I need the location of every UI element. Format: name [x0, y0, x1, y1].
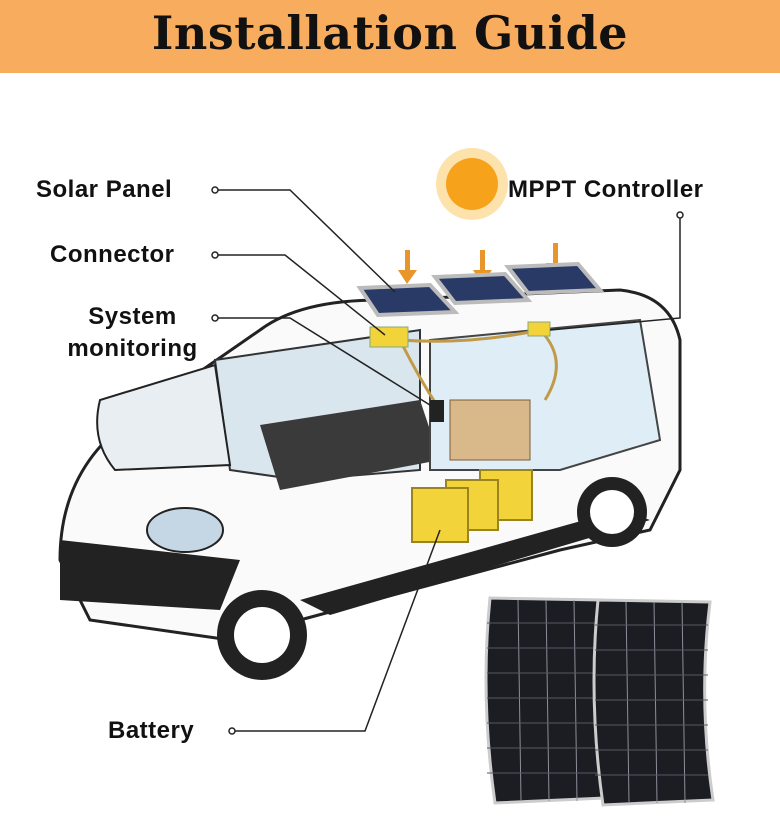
page-title: Installation Guide — [151, 6, 629, 60]
label-solar-panel: Solar Panel — [36, 176, 173, 203]
mppt-controller-box — [527, 321, 551, 337]
panel-gridline — [545, 599, 550, 802]
panel-gridline — [517, 599, 522, 802]
label-battery: Battery — [108, 717, 195, 744]
monitor-device — [430, 400, 444, 422]
label-connector: Connector — [50, 241, 175, 268]
panel-gridline — [573, 599, 578, 802]
van-illustration — [58, 288, 682, 680]
label-line: System — [88, 303, 177, 330]
label-line: monitoring — [67, 335, 198, 362]
panel-gridline — [653, 601, 658, 804]
roof-solar-panels — [356, 261, 605, 318]
leader-lines — [215, 189, 681, 732]
flexible-panel — [592, 598, 715, 807]
panel-gridline — [625, 601, 630, 804]
flexible-solar-panels — [484, 596, 715, 807]
header-banner: Installation Guide — [0, 0, 780, 73]
label-system-monitoring: System monitoring — [50, 301, 215, 365]
label-mppt-controller: MPPT Controller — [508, 176, 704, 203]
batteries — [411, 469, 533, 543]
panel-gridline — [681, 601, 686, 804]
flexible-panel — [484, 596, 607, 805]
sun-icon — [436, 148, 508, 220]
connector-box — [369, 326, 409, 348]
